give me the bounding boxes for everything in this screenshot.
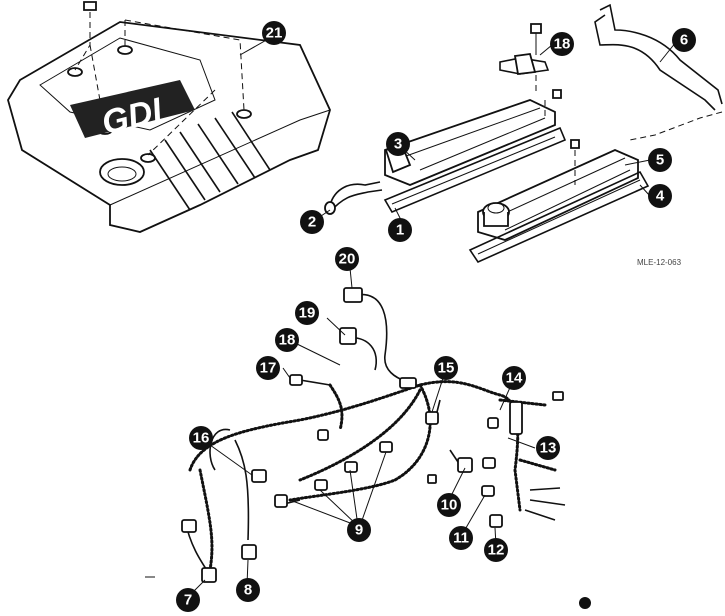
callout-4: 4 xyxy=(648,184,672,208)
callout-2: 2 xyxy=(300,210,324,234)
callout-18-harness: 18 xyxy=(275,328,299,352)
svg-text:5: 5 xyxy=(656,152,664,169)
svg-text:2: 2 xyxy=(308,214,316,231)
svg-text:3: 3 xyxy=(394,136,402,153)
svg-text:14: 14 xyxy=(506,370,523,387)
callout-16: 16 xyxy=(189,426,213,450)
svg-text:8: 8 xyxy=(244,582,252,599)
pcv-valve-assembly xyxy=(499,23,562,120)
callout-18-top: 18 xyxy=(550,32,574,56)
leader-5 xyxy=(624,159,651,166)
callout-6: 6 xyxy=(672,28,696,52)
svg-text:19: 19 xyxy=(299,305,316,322)
rocker-cover-right xyxy=(468,139,650,264)
callout-10: 10 xyxy=(437,493,461,517)
callout-17: 17 xyxy=(256,356,280,380)
callout-8: 8 xyxy=(236,578,260,602)
svg-text:1: 1 xyxy=(396,222,404,239)
svg-text:13: 13 xyxy=(540,440,557,457)
engine-wiring-harness xyxy=(145,267,591,609)
svg-text:15: 15 xyxy=(438,360,455,377)
svg-text:9: 9 xyxy=(355,522,363,539)
callout-14: 14 xyxy=(502,366,526,390)
svg-text:11: 11 xyxy=(453,530,469,547)
callout-5: 5 xyxy=(648,148,672,172)
svg-text:6: 6 xyxy=(680,32,688,49)
callout-15: 15 xyxy=(434,356,458,380)
svg-text:21: 21 xyxy=(266,25,283,42)
callout-21: 21 xyxy=(262,21,286,45)
callout-12: 12 xyxy=(484,538,508,562)
svg-text:20: 20 xyxy=(339,251,356,268)
callout-7: 7 xyxy=(176,588,200,612)
figure-code: MLE-12-063 xyxy=(637,258,682,267)
svg-text:17: 17 xyxy=(260,360,277,377)
callout-9: 9 xyxy=(347,518,371,542)
callout-3: 3 xyxy=(386,132,410,156)
engine-cover: GDI xyxy=(7,1,331,233)
svg-text:4: 4 xyxy=(656,188,665,205)
svg-text:16: 16 xyxy=(193,430,210,447)
leader-18-top xyxy=(539,44,553,56)
svg-text:7: 7 xyxy=(184,592,192,609)
callout-11: 11 xyxy=(449,526,473,550)
callout-19: 19 xyxy=(295,301,319,325)
svg-text:18: 18 xyxy=(279,332,296,349)
svg-text:10: 10 xyxy=(441,497,458,514)
callout-1: 1 xyxy=(388,218,412,242)
svg-text:12: 12 xyxy=(488,542,505,559)
callout-13: 13 xyxy=(536,436,560,460)
svg-text:18: 18 xyxy=(554,36,571,53)
callout-20: 20 xyxy=(335,247,359,271)
breather-hose xyxy=(594,3,723,141)
